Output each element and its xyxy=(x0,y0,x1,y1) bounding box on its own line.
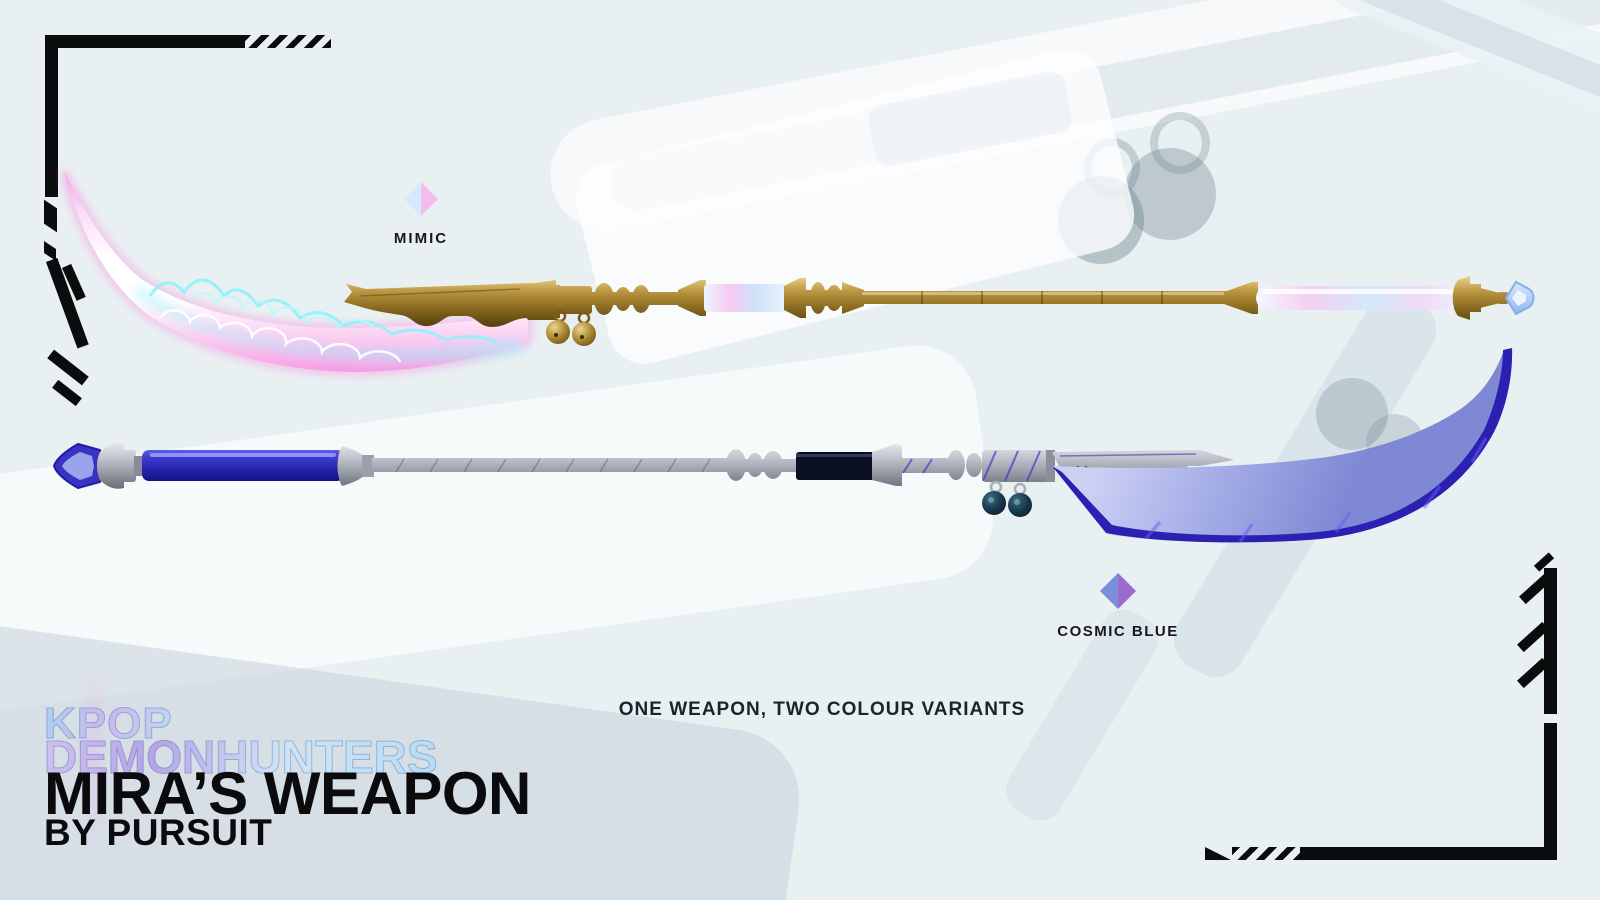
cosmic-bell-highlight xyxy=(988,497,994,503)
mimic-crystal-facet xyxy=(1512,290,1526,306)
mimic-cloud-band xyxy=(132,286,522,362)
cosmic-collar-ring xyxy=(362,455,374,477)
cosmic-pommel xyxy=(97,443,124,489)
cosmic-grip xyxy=(796,452,874,480)
mimic-weapon-render xyxy=(60,170,1535,377)
mimic-bump xyxy=(632,285,650,313)
mimic-cloud-line xyxy=(148,278,499,344)
mimic-cloud-line xyxy=(158,309,402,363)
cosmic-blue-tube xyxy=(142,450,344,481)
series-title-line2: DEMONHUNTERS xyxy=(44,731,439,783)
mimic-flare-collar xyxy=(784,278,806,318)
main-title: MIRA’S WEAPON xyxy=(44,760,531,827)
cosmic-cylinder xyxy=(982,450,1054,482)
cosmic-pommel-ring xyxy=(134,456,144,476)
mimic-bell-slit xyxy=(554,333,558,337)
mimic-bell-slit xyxy=(580,335,584,339)
cosmic-blue-weapon-render xyxy=(52,348,1513,543)
variant-name: COSMIC BLUE xyxy=(1057,623,1179,640)
mimic-shaft xyxy=(862,291,1226,304)
cosmic-bump xyxy=(726,449,746,481)
mimic-bump xyxy=(826,285,842,311)
cosmic-edge-streaks xyxy=(1144,437,1488,543)
cosmic-pommel xyxy=(122,450,136,482)
mimic-pommel xyxy=(1452,276,1470,320)
cosmic-crystal-facet xyxy=(62,452,94,480)
frame-bar xyxy=(45,35,58,197)
cosmic-bell xyxy=(1008,493,1032,517)
cosmic-bell-ring xyxy=(1013,482,1027,496)
cosmic-bump xyxy=(747,453,763,477)
cosmic-bell-highlight xyxy=(1014,499,1020,505)
variant-label-cosmic-blue: COSMIC BLUE xyxy=(1038,573,1198,640)
cosmic-bell-ring xyxy=(989,480,1003,494)
cosmic-collar xyxy=(337,446,366,486)
cosmic-grip-highlight xyxy=(796,454,874,457)
caption: ONE WEAPON, TWO COLOUR VARIANTS xyxy=(618,699,1026,720)
cosmic-blade-edge xyxy=(1052,348,1513,543)
mimic-bump xyxy=(594,283,614,315)
cosmic-bump xyxy=(966,453,982,477)
mimic-flare-collar xyxy=(678,280,706,316)
mimic-bell xyxy=(572,322,596,346)
cosmic-fitting-engraving xyxy=(1059,453,1197,457)
mimic-blade xyxy=(64,172,528,372)
mimic-diamond-icon xyxy=(404,182,438,216)
byline: BY PURSUIT xyxy=(44,812,273,853)
mimic-shaft-joints xyxy=(921,291,1163,304)
cosmic-shaft-hatch xyxy=(395,458,711,473)
mimic-cylinder xyxy=(554,286,592,314)
mimic-pommel xyxy=(1480,288,1500,308)
cosmic-spine-fitting xyxy=(1052,450,1234,480)
frame-bar xyxy=(1300,847,1557,860)
cosmic-shaft-segment xyxy=(900,458,948,473)
cosmic-blue-diamond-icon xyxy=(1100,573,1136,609)
series-title-line1: KPOP xyxy=(44,699,173,748)
mimic-fitting-engraving xyxy=(359,288,521,297)
mimic-bell-ring xyxy=(577,311,591,325)
mimic-flare-collar xyxy=(1224,282,1258,314)
cosmic-shaft xyxy=(372,458,728,472)
variant-name: MIMIC xyxy=(393,230,449,247)
cosmic-spiral-lines xyxy=(902,450,1041,482)
mimic-shaft-highlight xyxy=(862,292,1226,295)
mimic-collar xyxy=(523,280,556,320)
mimic-cloud-line xyxy=(189,292,376,335)
mimic-bell xyxy=(546,320,570,344)
mimic-tube-highlight xyxy=(1262,289,1456,294)
frame-hatch xyxy=(1232,847,1332,860)
cosmic-cylinder-ring xyxy=(1046,450,1055,482)
frame-gap xyxy=(1542,714,1559,723)
cosmic-blade xyxy=(1052,348,1513,543)
cosmic-bump xyxy=(763,451,783,479)
mimic-pommel xyxy=(1468,284,1481,312)
mimic-bump xyxy=(810,282,826,314)
mimic-bump xyxy=(842,282,864,314)
mimic-bump xyxy=(615,287,631,311)
cosmic-bell xyxy=(982,491,1006,515)
variant-label-mimic: MIMIC xyxy=(341,182,501,247)
mimic-pommel xyxy=(1497,292,1509,304)
cosmic-bump xyxy=(947,450,965,480)
frame-bar xyxy=(45,35,245,48)
mimic-grip xyxy=(704,284,786,312)
cosmic-tube-highlight xyxy=(150,453,336,457)
frame-hatch xyxy=(243,35,331,48)
cosmic-flare-collar xyxy=(872,444,902,486)
